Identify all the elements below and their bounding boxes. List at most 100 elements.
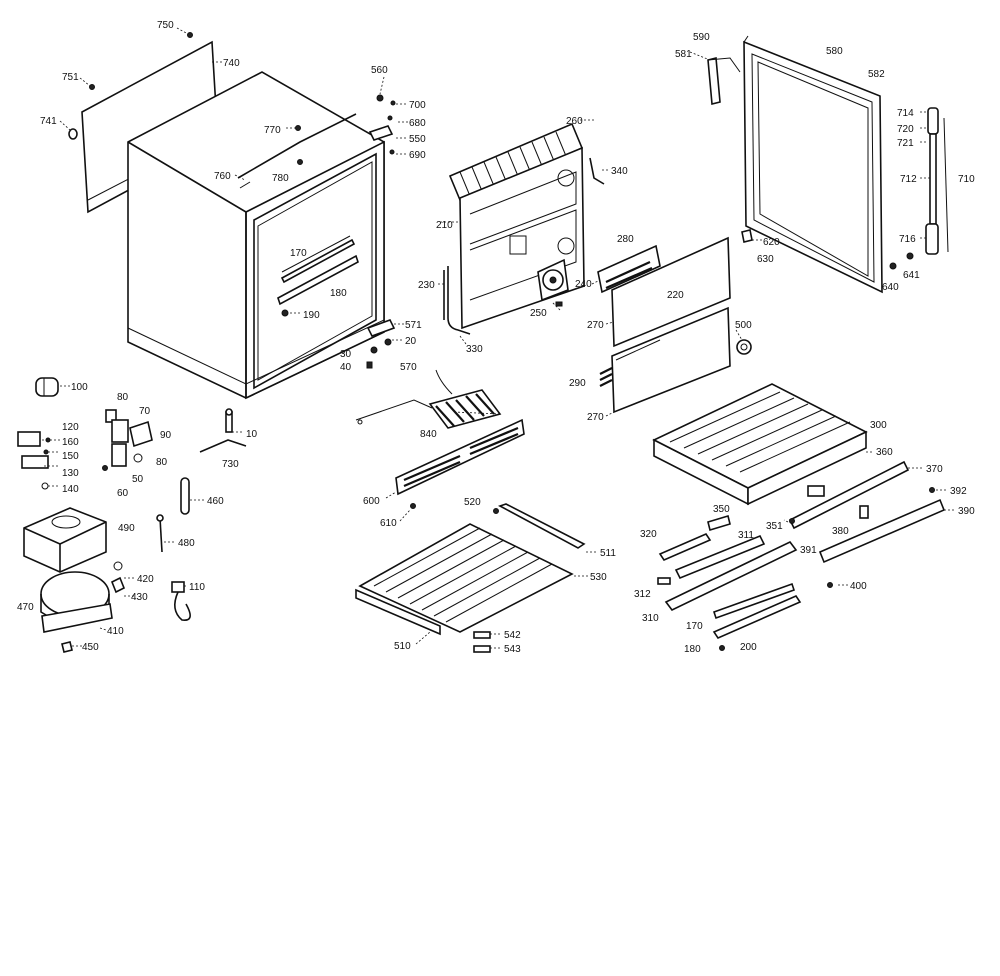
label-350: 350	[713, 504, 730, 515]
bracket-340	[589, 157, 605, 185]
label-340: 340	[611, 166, 628, 177]
screws-top-left	[68, 32, 396, 317]
label-180-tray: 180	[684, 644, 701, 655]
label-90: 90	[160, 430, 172, 441]
label-430: 430	[131, 592, 148, 603]
label-470: 470	[17, 602, 34, 613]
label-60: 60	[117, 488, 129, 499]
label-120: 120	[62, 422, 79, 433]
label-751: 751	[62, 72, 79, 83]
label-770: 770	[264, 125, 281, 136]
label-460: 460	[207, 496, 224, 507]
label-400: 400	[850, 581, 867, 592]
fan-motor	[537, 258, 569, 307]
label-230: 230	[418, 280, 435, 291]
label-570: 570	[400, 362, 417, 373]
label-700: 700	[409, 100, 426, 111]
power-cord-110	[171, 581, 191, 621]
panel-220	[611, 236, 731, 348]
part-480	[156, 514, 164, 553]
label-610: 610	[380, 518, 397, 529]
label-351: 351	[766, 521, 783, 532]
rail-370	[788, 460, 910, 530]
label-510: 510	[394, 641, 411, 652]
part-labels: 750 740 751 741 770 760 780 560 700 680 …	[17, 20, 975, 655]
label-290: 290	[569, 378, 586, 389]
label-312: 312	[634, 589, 651, 600]
label-710: 710	[958, 174, 975, 185]
label-100: 100	[71, 382, 88, 393]
label-511: 511	[600, 548, 616, 559]
label-741: 741	[40, 116, 57, 127]
crisper-300	[652, 383, 868, 506]
label-40: 40	[340, 362, 352, 373]
compressor-box	[23, 507, 107, 573]
label-380: 380	[832, 526, 849, 537]
label-716: 716	[899, 234, 916, 245]
label-10: 10	[246, 429, 258, 440]
door	[707, 35, 914, 294]
label-330: 330	[466, 344, 483, 355]
label-50: 50	[132, 474, 144, 485]
label-210: 210	[436, 220, 453, 231]
label-420: 420	[137, 574, 154, 585]
hinge-lower	[366, 319, 396, 369]
label-180-cabinet: 180	[330, 288, 347, 299]
label-590: 590	[693, 32, 710, 43]
label-480: 480	[178, 538, 195, 549]
label-721: 721	[897, 138, 914, 149]
label-542: 542	[504, 630, 521, 641]
label-320: 320	[640, 529, 657, 540]
label-170-cabinet: 170	[290, 248, 307, 259]
label-530: 530	[590, 572, 607, 583]
label-392: 392	[950, 486, 967, 497]
label-500: 500	[735, 320, 752, 331]
cabinet	[81, 40, 385, 433]
label-310: 310	[642, 613, 659, 624]
condenser-840	[355, 369, 502, 429]
label-280: 280	[617, 234, 634, 245]
label-110: 110	[189, 582, 205, 593]
label-130: 130	[62, 468, 79, 479]
label-712: 712	[900, 174, 917, 185]
pipe-230	[443, 266, 471, 335]
label-20: 20	[405, 336, 417, 347]
handle-710	[925, 107, 949, 255]
label-520: 520	[464, 497, 481, 508]
knob-500	[736, 339, 752, 355]
label-550: 550	[409, 134, 426, 145]
label-150: 150	[62, 451, 79, 462]
tray-parts	[657, 514, 802, 651]
label-30: 30	[340, 349, 352, 360]
label-620: 620	[763, 237, 780, 248]
label-360: 360	[876, 447, 893, 458]
wire-shelf	[355, 503, 586, 653]
label-370: 370	[926, 464, 943, 475]
label-780: 780	[272, 173, 289, 184]
label-641: 641	[903, 270, 920, 281]
label-560: 560	[371, 65, 388, 76]
relay-parts	[17, 377, 247, 490]
label-270-lower: 270	[587, 412, 604, 423]
label-720: 720	[897, 124, 914, 135]
label-630: 630	[757, 254, 774, 265]
label-250: 250	[530, 308, 547, 319]
label-390: 390	[958, 506, 975, 517]
label-300: 300	[870, 420, 887, 431]
label-640: 640	[882, 282, 899, 293]
grill-600	[395, 418, 525, 509]
leader-lines	[42, 27, 956, 649]
label-410: 410	[107, 626, 124, 637]
label-690: 690	[409, 150, 426, 161]
label-270-upper: 270	[587, 320, 604, 331]
label-543: 543	[504, 644, 521, 655]
label-680: 680	[409, 118, 426, 129]
panel-280	[597, 244, 661, 294]
label-450: 450	[82, 642, 99, 653]
panel-270-lower	[599, 306, 731, 414]
label-240: 240	[575, 279, 592, 290]
label-260: 260	[566, 116, 583, 127]
label-160: 160	[62, 437, 79, 448]
label-600: 600	[363, 496, 380, 507]
